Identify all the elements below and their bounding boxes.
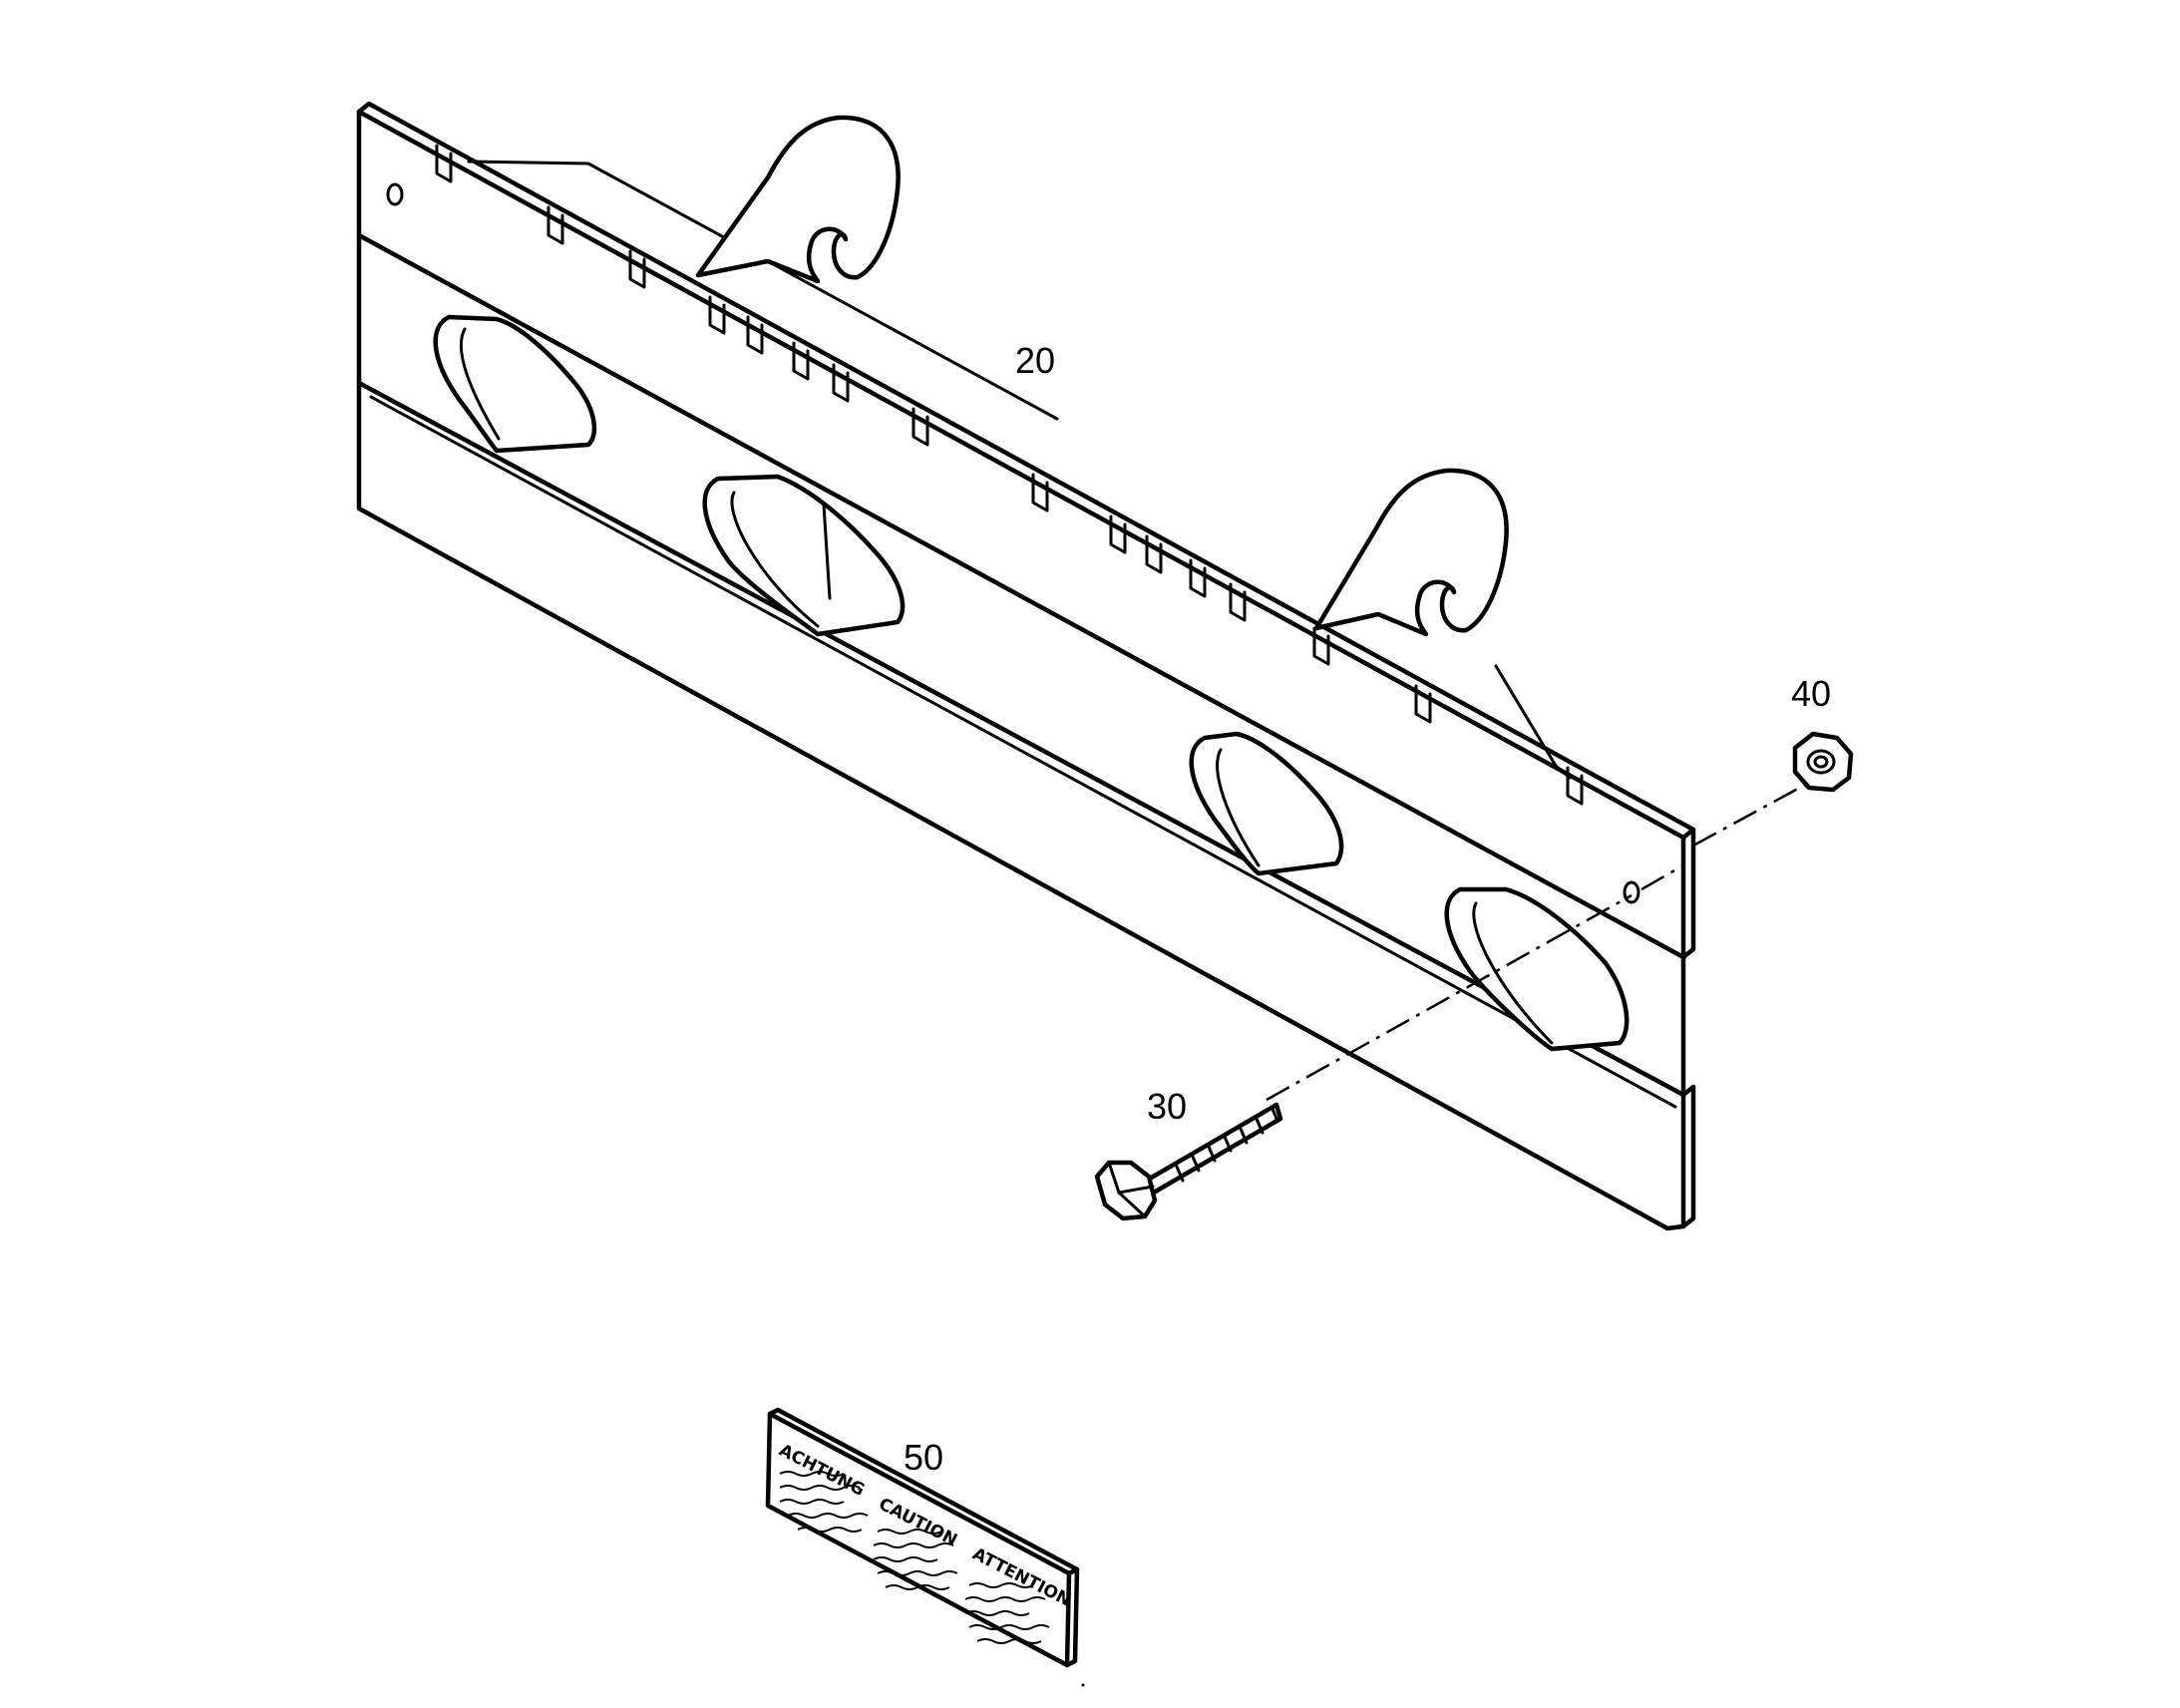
hex-nut [1792, 731, 1854, 793]
mounting-hole-left [386, 182, 404, 206]
explode-line-bolt [1266, 893, 1633, 1102]
callout-50: 50 [904, 1437, 943, 1478]
label-fine-print [779, 1471, 1050, 1644]
hook-left [695, 115, 901, 284]
mounting-hole-right [1623, 880, 1640, 904]
callout-20: 20 [1015, 340, 1055, 381]
plate-lower-strip [356, 380, 1686, 1231]
hook-pockets [433, 314, 1630, 1052]
hex-bolt [1094, 1102, 1283, 1221]
explode-line-nut [1692, 782, 1808, 848]
adapter-plate [356, 101, 1696, 1231]
callout-40: 40 [1791, 673, 1831, 714]
callout-30: 30 [1147, 1086, 1187, 1127]
explode-line-bolt-back [1640, 863, 1684, 891]
hook-right [1313, 468, 1509, 637]
top-edge-notches [435, 144, 1584, 806]
